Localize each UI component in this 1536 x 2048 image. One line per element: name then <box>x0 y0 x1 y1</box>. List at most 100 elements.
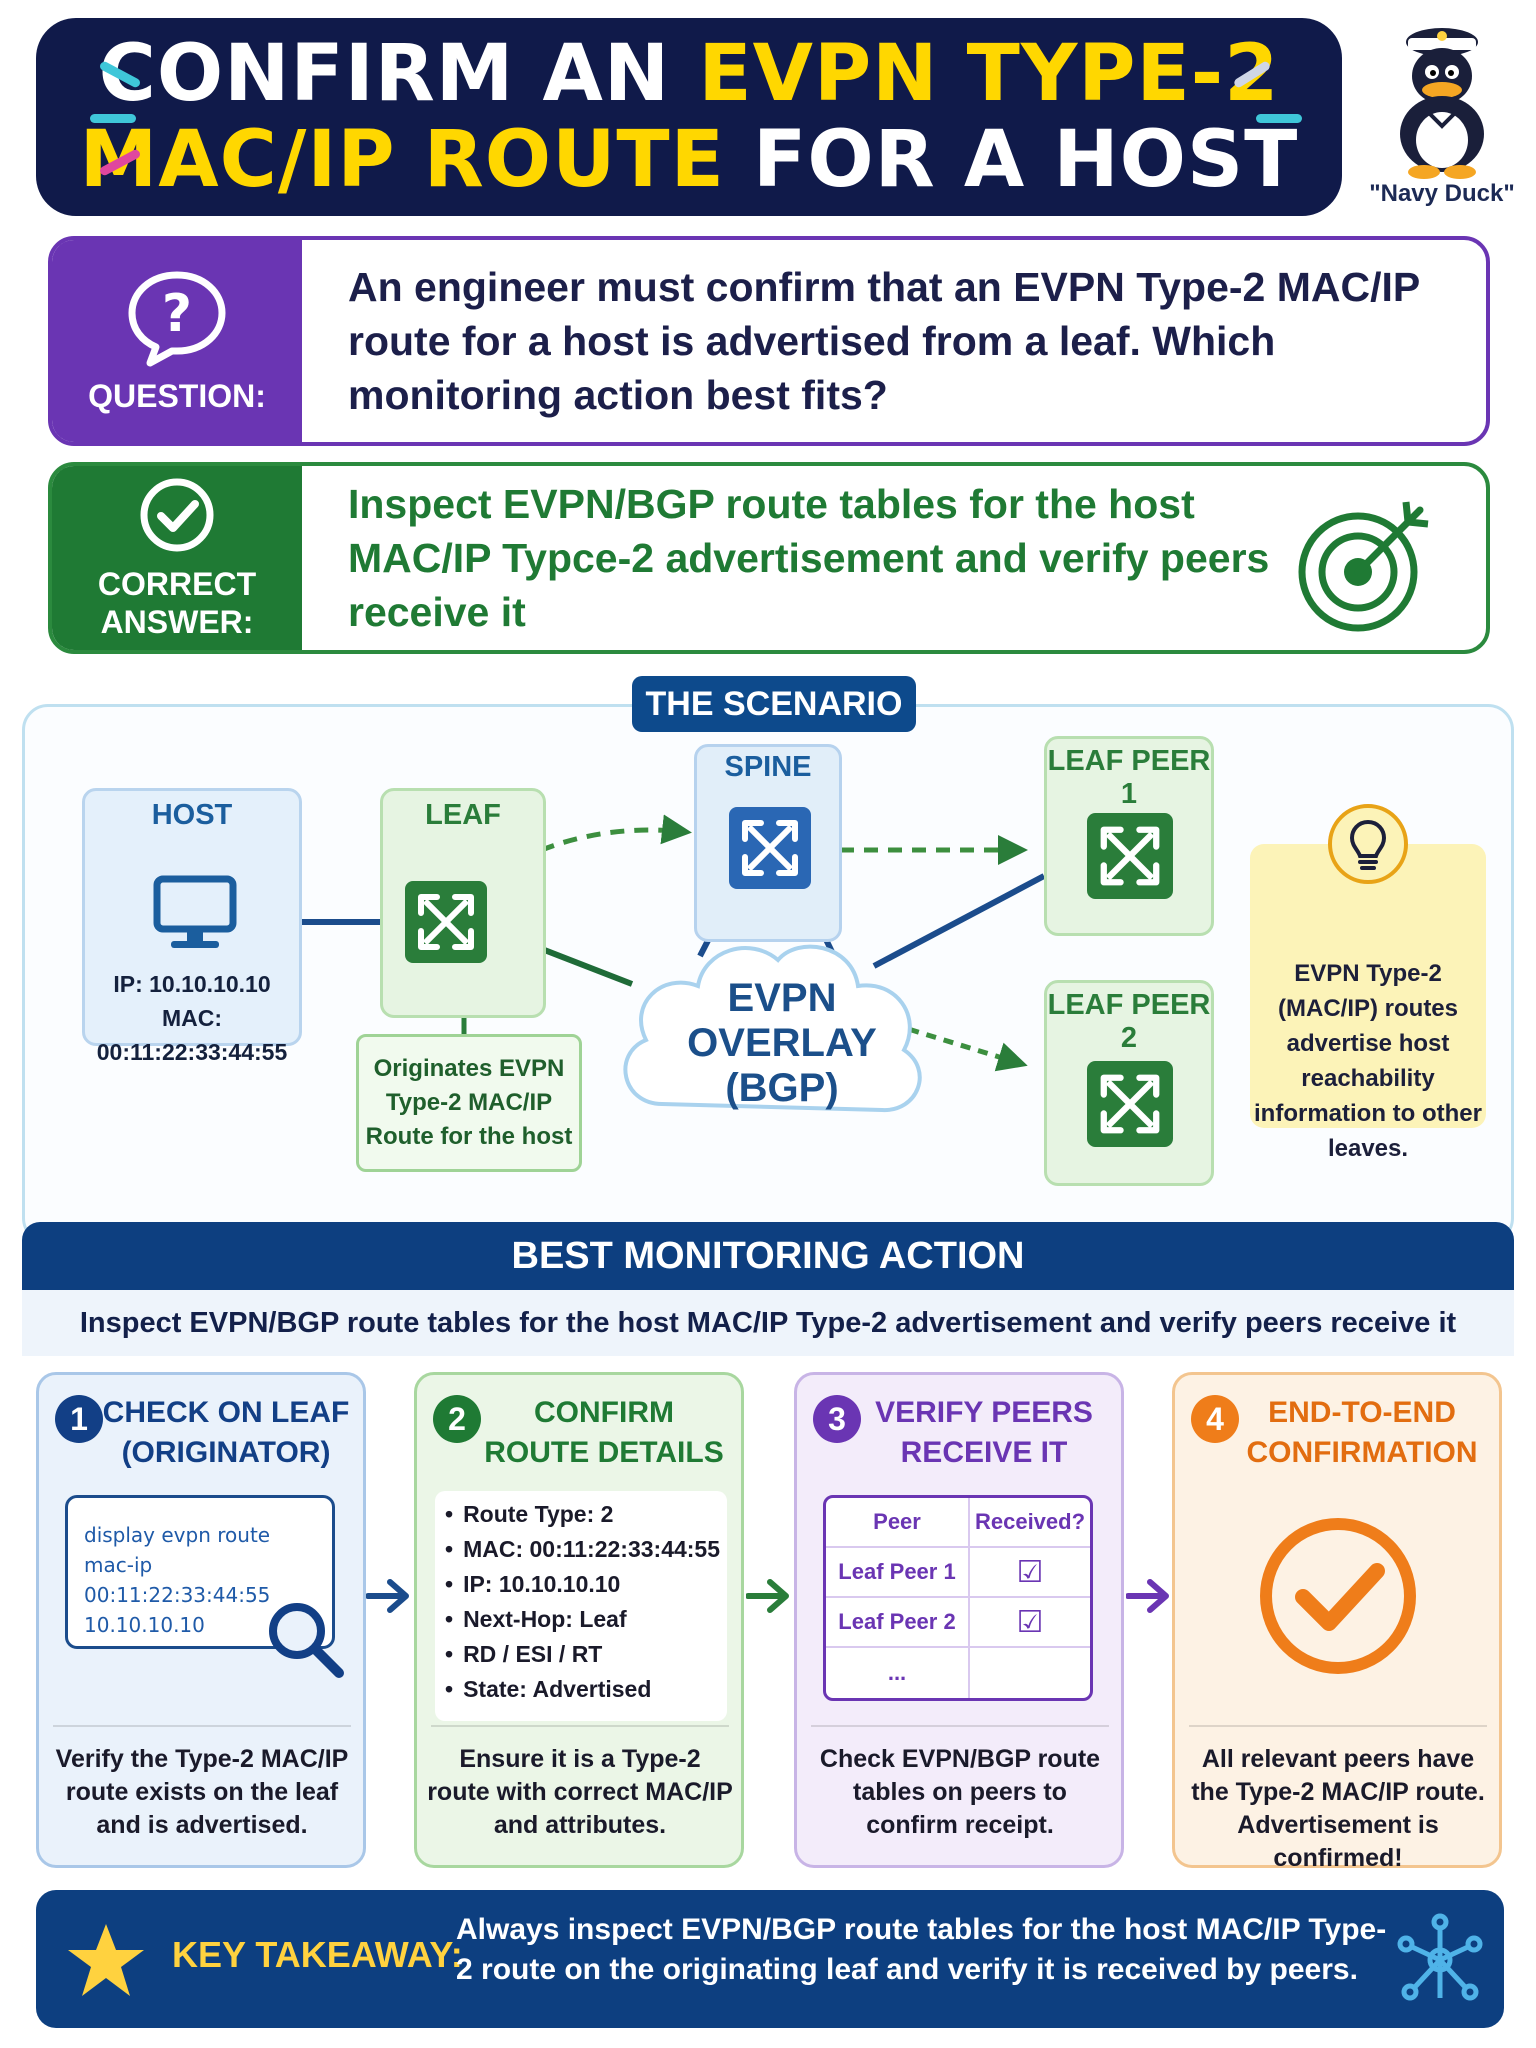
answer-text: Inspect EVPN/BGP route tables for the ho… <box>348 481 1270 635</box>
step-description: All relevant peers have the Type-2 MAC/I… <box>1191 1745 1485 1872</box>
scenario-diagram: HOST IP: 10.10.10.10 MAC: 00:11:22:33:44… <box>22 704 1514 1244</box>
route-detail: MAC: 00:11:22:33:44:55 <box>445 1532 720 1567</box>
step-divider <box>811 1725 1109 1727</box>
switch-arrows-icon <box>729 807 811 889</box>
navy-duck-mascot-icon <box>1400 28 1484 179</box>
route-details-list: Route Type: 2 MAC: 00:11:22:33:44:55 IP:… <box>445 1497 720 1707</box>
advertise-arrow <box>891 1021 1028 1072</box>
received-check-icon: ☑ <box>970 1598 1090 1648</box>
peer1-label: LEAF PEER 1 <box>1047 745 1211 810</box>
received-check-cell <box>970 1648 1090 1698</box>
arrow-right-icon <box>746 1579 789 1613</box>
question-side: ? QUESTION: <box>52 240 302 442</box>
host-label: HOST <box>151 799 233 831</box>
checkmark-circle-icon <box>140 478 214 552</box>
lightbulb-icon <box>1328 804 1408 884</box>
arrow-right-icon <box>1126 1579 1169 1613</box>
step-title: CONFIRM ROUTE DETAILS <box>484 1396 724 1469</box>
peer-name-cell: ... <box>826 1648 970 1698</box>
step-card-4: 4 END-TO-END CONFIRMATION All relevant p… <box>1172 1372 1502 1872</box>
star-icon <box>68 1924 144 1996</box>
step-divider <box>53 1725 351 1727</box>
table-row: ... <box>826 1648 1090 1698</box>
peer2-label: LEAF PEER 2 <box>1047 989 1211 1054</box>
step-number: 1 <box>55 1395 103 1443</box>
step-card-2: 2 CONFIRM ROUTE DETAILS Route Type: 2 MA… <box>414 1372 744 1868</box>
question-bubble-icon: ? <box>128 271 226 367</box>
host-ip: IP: 10.10.10.10 <box>113 971 271 997</box>
decor-dash <box>1256 114 1302 123</box>
leaf-label: LEAF <box>425 799 501 831</box>
step-number: 4 <box>1191 1395 1239 1443</box>
leaf-peer-2-node: LEAF PEER 2 <box>1044 980 1214 1186</box>
step-title: VERIFY PEERS RECEIVE IT <box>875 1396 1093 1469</box>
step-description: Verify the Type-2 MAC/IP route exists on… <box>55 1745 349 1839</box>
action-header: BEST MONITORING ACTION <box>22 1222 1514 1290</box>
leaf-origin-note: Originates EVPN Type-2 MAC/IP Route for … <box>356 1034 582 1172</box>
spine-label: SPINE <box>724 751 812 783</box>
monitor-icon <box>153 875 237 948</box>
cloud-peer1-link <box>872 873 1046 969</box>
step-number: 3 <box>813 1395 861 1443</box>
switch-arrows-icon <box>1087 813 1173 899</box>
switch-arrows-icon <box>405 881 487 963</box>
step-divider <box>1189 1725 1487 1727</box>
table-row: Leaf Peer 2 ☑ <box>826 1598 1090 1648</box>
route-details-box: Route Type: 2 MAC: 00:11:22:33:44:55 IP:… <box>435 1491 727 1721</box>
key-takeaway: KEY TAKEAWAY: Always inspect EVPN/BGP ro… <box>36 1890 1504 2028</box>
target-arrow-icon <box>1298 501 1429 632</box>
title-line-2: MAC/IP ROUTE FOR A HOST <box>79 115 1299 205</box>
step-divider <box>431 1725 729 1727</box>
step-card-1: 1 CHECK ON LEAF (ORIGINATOR) display evp… <box>36 1372 366 1868</box>
table-header: Received? <box>970 1498 1090 1548</box>
host-node: HOST IP: 10.10.10.10 MAC: 00:11:22:33:44… <box>82 788 302 1065</box>
peer-name-cell: Leaf Peer 1 <box>826 1548 970 1598</box>
step-card-3: 3 VERIFY PEERS RECEIVE IT Peer Received?… <box>794 1372 1124 1868</box>
switch-arrows-icon <box>1087 1061 1173 1147</box>
peer-table: Peer Received? Leaf Peer 1 ☑ Leaf Peer 2… <box>823 1495 1093 1701</box>
action-subtitle: Inspect EVPN/BGP route tables for the ho… <box>22 1290 1514 1356</box>
step-title: END-TO-END CONFIRMATION <box>1246 1396 1478 1469</box>
route-detail: Next-Hop: Leaf <box>445 1602 717 1637</box>
title-line-1: CONFIRM AN EVPN TYPE-2 <box>98 29 1280 119</box>
info-text: EVPN Type-2 (MAC/IP) routes advertise ho… <box>1254 960 1482 1162</box>
answer-label: CORRECT ANSWER: <box>97 566 257 640</box>
step-description: Check EVPN/BGP route tables on peers to … <box>819 1745 1101 1839</box>
svg-text:?: ? <box>162 284 192 344</box>
peer-name-cell: Leaf Peer 2 <box>826 1598 970 1648</box>
info-note: EVPN Type-2 (MAC/IP) routes advertise ho… <box>1250 804 1486 1162</box>
host-mac: MAC: 00:11:22:33:44:55 <box>96 1005 288 1065</box>
route-detail: State: Advertised <box>445 1672 717 1707</box>
scenario-tag: THE SCENARIO <box>632 676 916 732</box>
answer-side: CORRECT ANSWER: <box>52 466 302 650</box>
step-title: CHECK ON LEAF (ORIGINATOR) <box>102 1396 350 1469</box>
evpn-cloud-icon <box>623 944 922 1113</box>
answer-card: CORRECT ANSWER: Inspect EVPN/BGP route t… <box>48 462 1490 654</box>
question-label: QUESTION: <box>88 378 266 414</box>
decor-dash <box>90 114 136 123</box>
table-header-row: Peer Received? <box>826 1498 1090 1548</box>
diagram-links <box>302 814 1046 1113</box>
route-detail: Route Type: 2 <box>445 1497 717 1532</box>
arrow-right-icon <box>366 1579 409 1613</box>
network-nodes-icon <box>1397 1913 1483 2001</box>
question-text: An engineer must confirm that an EVPN Ty… <box>348 264 1420 418</box>
takeaway-text: Always inspect EVPN/BGP route tables for… <box>456 1913 1387 1986</box>
leaf-node: LEAF <box>380 788 546 1018</box>
big-check-icon <box>1260 1518 1416 1674</box>
title-banner: CONFIRM AN EVPN TYPE-2 MAC/IP ROUTE FOR … <box>36 18 1342 216</box>
leaf-peer-1-node: LEAF PEER 1 <box>1044 736 1214 936</box>
received-check-icon: ☑ <box>970 1548 1090 1598</box>
route-detail: IP: 10.10.10.10 <box>445 1567 717 1602</box>
takeaway-label: KEY TAKEAWAY: <box>172 1934 463 1975</box>
step-number: 2 <box>433 1395 481 1443</box>
table-header: Peer <box>826 1498 970 1548</box>
step-description: Ensure it is a Type-2 route with correct… <box>427 1745 733 1839</box>
mascot-caption: "Navy Duck" <box>1369 180 1515 207</box>
evpn-overlay-label: EVPN OVERLAY (BGP) <box>687 976 877 1110</box>
spine-node: SPINE <box>694 744 842 942</box>
question-card: ? QUESTION: An engineer must confirm tha… <box>48 236 1490 446</box>
route-detail: RD / ESI / RT <box>445 1637 717 1672</box>
magnifier-icon <box>269 1603 344 1678</box>
table-row: Leaf Peer 1 ☑ <box>826 1548 1090 1598</box>
